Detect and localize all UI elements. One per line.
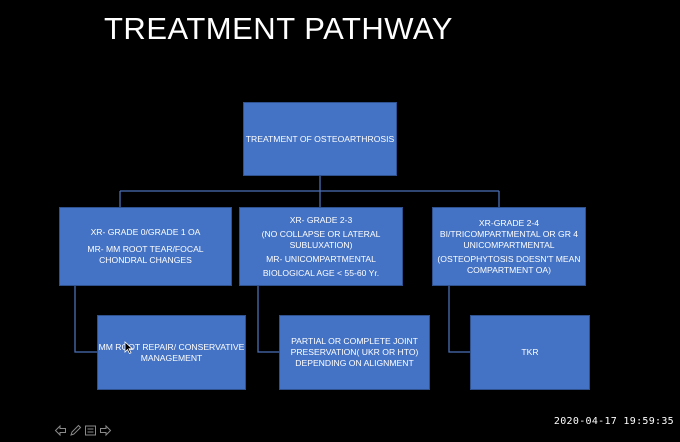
criteria-2-line-5: BIOLOGICAL AGE < 55-60 Yr.: [262, 267, 380, 278]
criteria-3-line-1: XR-GRADE 2-4: [478, 217, 540, 228]
connector-to-treatment-2: [257, 286, 279, 353]
treatment-1-line-1: MM ROOT REPAIR/ CONSERVATIVE: [98, 341, 245, 352]
criteria-1-line-1: XR- GRADE 0/GRADE 1 OA: [90, 227, 201, 237]
connector-to-treatment-3: [448, 286, 470, 353]
criteria-3-line-2: BI/TRICOMPARTMENTAL OR GR 4: [439, 228, 579, 239]
criteria-3-line-3: UNICOMPARTMENTAL: [463, 239, 555, 250]
criteria-box-grade-0-1: XR- GRADE 0/GRADE 1 OA MR- MM ROOT TEAR/…: [59, 207, 232, 286]
criteria-3-line-4: (OSTEOPHYTOSIS DOESN'T MEAN: [437, 253, 581, 264]
connector-to-treatment-1: [74, 286, 97, 353]
treatment-box-joint-preservation: PARTIAL OR COMPLETE JOINT PRESERVATION( …: [279, 315, 430, 390]
slide-title: TREATMENT PATHWAY: [104, 11, 453, 46]
treatment-3-line-1: TKR: [521, 347, 539, 357]
treatment-2-line-2: PRESERVATION( UKR OR HTO): [290, 347, 419, 357]
criteria-2-line-1: XR- GRADE 2-3: [289, 214, 353, 225]
criteria-box-grade-2-3: XR- GRADE 2-3 (NO COLLAPSE OR LATERAL SU…: [239, 207, 403, 286]
presentation-toolbar: [54, 424, 112, 437]
root-box-label: TREATMENT OF OSTEOARTHROSIS: [245, 133, 395, 144]
criteria-1-line-2: MR- MM ROOT TEAR/FOCAL: [87, 244, 204, 254]
treatment-box-mm-root-repair: MM ROOT REPAIR/ CONSERVATIVE MANAGEMENT: [97, 315, 246, 390]
forward-arrow-icon[interactable]: [99, 424, 112, 437]
mouse-cursor-icon: [124, 341, 134, 359]
criteria-2-line-3: SUBLUXATION): [289, 239, 353, 250]
criteria-3-line-5: COMPARTMENT OA): [466, 264, 552, 275]
criteria-2-line-4: MR- UNICOMPARTMENTAL: [266, 253, 376, 264]
pen-icon[interactable]: [69, 424, 82, 437]
back-arrow-icon[interactable]: [54, 424, 67, 437]
criteria-1-line-3: CHONDRAL CHANGES: [99, 255, 192, 265]
criteria-box-grade-2-4: XR-GRADE 2-4 BI/TRICOMPARTMENTAL OR GR 4…: [432, 207, 586, 286]
treatment-1-line-2: MANAGEMENT: [140, 352, 203, 363]
treatment-2-line-3: DEPENDING ON ALIGNMENT: [295, 358, 414, 368]
root-box-treatment-of-osteoarthrosis: TREATMENT OF OSTEOARTHROSIS: [243, 102, 397, 176]
criteria-2-line-2: (NO COLLAPSE OR LATERAL: [261, 228, 381, 239]
menu-icon[interactable]: [84, 424, 97, 437]
treatment-box-tkr: TKR: [470, 315, 590, 390]
recording-timestamp: 2020-04-17 19:59:35: [553, 416, 674, 427]
treatment-2-line-1: PARTIAL OR COMPLETE JOINT: [291, 336, 418, 346]
